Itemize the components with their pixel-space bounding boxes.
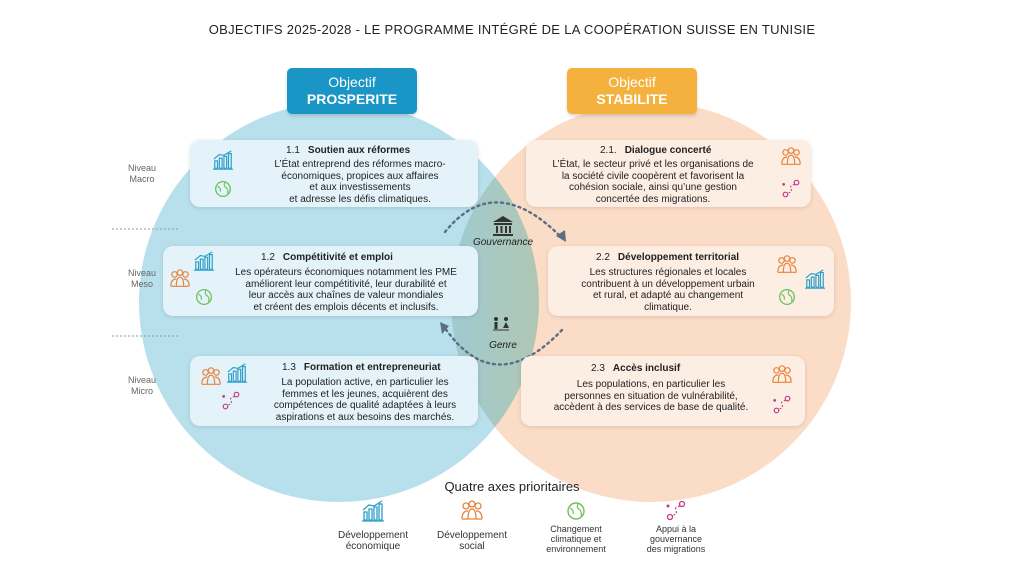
group-people-icon [461,500,483,520]
legend-item-label: Appui à la gouvernance des migrations [646,524,706,554]
gender-people-icon [493,317,509,331]
governance-label: Gouvernance [472,237,534,248]
gender-label: Genre [489,340,517,351]
migration-path-icon [773,395,791,414]
level-meso-label: Niveau Meso [127,268,156,289]
cycle-arrowhead-top [556,230,566,242]
objective-label: Objectif [328,74,376,90]
card-2-1-dialogue-concerte: 2.1.Dialogue concerté L’État, le secteur… [526,140,811,207]
cycle-arrow-top [443,201,564,240]
legend-title: Quatre axes prioritaires [444,479,580,494]
objective-name: PROSPERITE [306,91,398,107]
growth-chart-icon [212,150,234,170]
level-macro-label: Niveau Macro [127,163,156,184]
globe-leaf-icon [215,181,231,197]
card-description: L’État entreprend des réformes macro- éc… [274,159,446,205]
migration-path-icon [222,391,240,410]
migration-path-icon [666,500,686,521]
objective-label: Objectif [608,74,656,90]
card-description: La population active, en particulier les… [273,377,457,423]
growth-chart-icon [193,251,215,271]
group-people-icon [201,367,221,385]
growth-chart-icon [362,500,384,522]
objective-prosperite-badge: Objectif PROSPERITE [287,68,417,114]
group-people-icon [781,147,801,165]
legend-item-label: Changement climatique et environnement [546,524,606,554]
globe-leaf-icon [779,289,795,305]
card-description: Les structures régionales et locales con… [581,267,755,313]
level-micro-label: Niveau Micro [127,375,156,396]
card-description: L’État, le secteur privé et les organisa… [552,159,754,205]
card-title: 2.1.Dialogue concerté [600,145,712,156]
group-people-icon [170,269,190,287]
globe-leaf-icon [196,289,212,305]
page-title: OBJECTIFS 2025-2028 - LE PROGRAMME INTÉG… [208,22,816,37]
growth-chart-icon [226,363,248,383]
growth-chart-icon [804,269,826,289]
legend-item-label: Développement social [436,530,508,552]
card-description: Les populations, en particulier les pers… [553,379,749,413]
migration-path-icon [782,179,800,198]
globe-leaf-icon [567,502,585,520]
objective-name: STABILITE [596,91,668,107]
objective-stabilite-badge: Objectif STABILITE [567,68,697,114]
cycle-arrowhead-bottom [440,322,449,334]
card-description: Les opérateurs économiques notamment les… [235,267,457,313]
group-people-icon [772,365,792,383]
legend-item-label: Développement économique [337,530,409,552]
governance-building-icon [493,216,513,236]
group-people-icon [777,255,797,273]
cycle-arrow-bottom [443,326,564,366]
